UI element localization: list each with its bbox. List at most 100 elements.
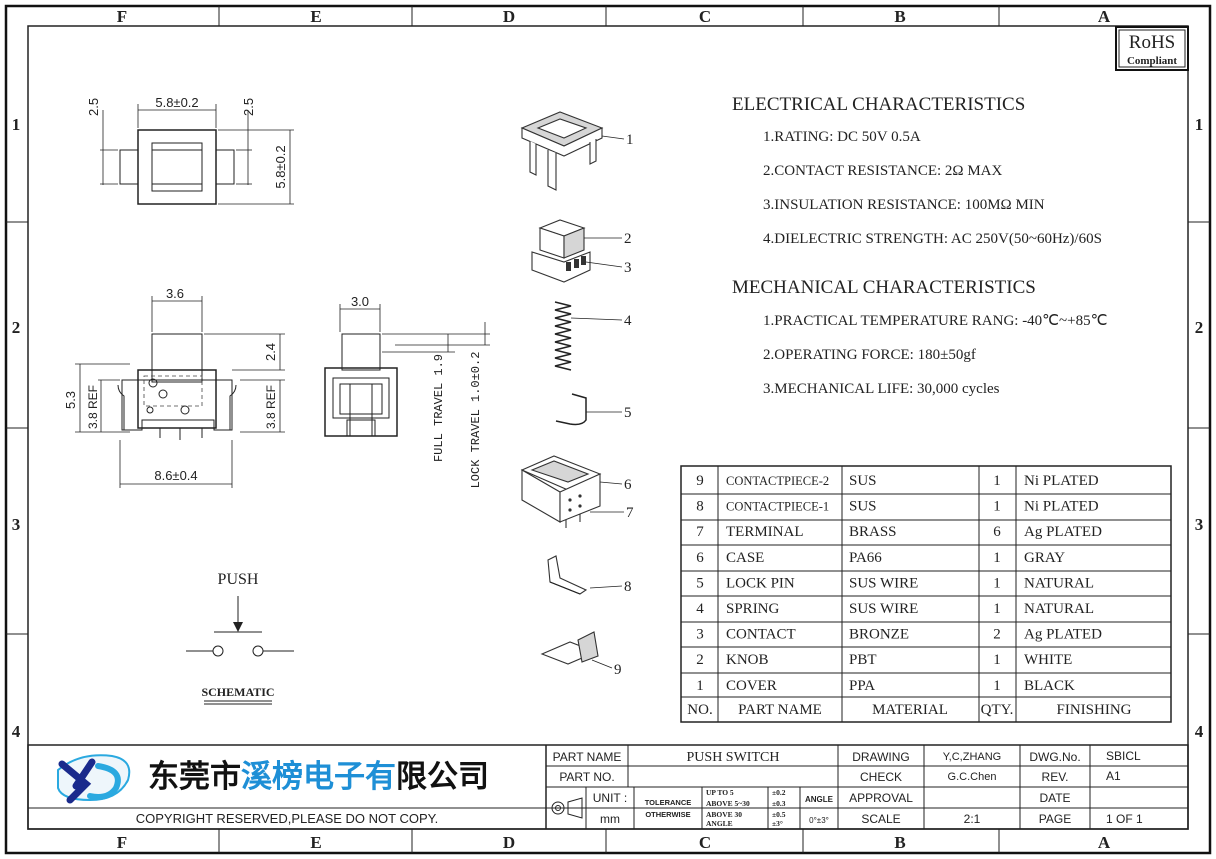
projection-symbol-icon (549, 797, 583, 819)
bom-cell-material: SUS WIRE (849, 601, 918, 617)
bom-header-row: NO. PART NAME MATERIAL QTY. FINISHING (687, 702, 1131, 718)
mechanical-item: 2.OPERATING FORCE: 180±50gf (763, 347, 976, 363)
electrical-item: 3.INSULATION RESISTANCE: 100MΩ MIN (763, 197, 1045, 213)
part-knob (531, 219, 591, 283)
zone-letter: D (503, 833, 515, 852)
schematic-push-label: PUSH (218, 571, 259, 588)
balloon-number: 9 (614, 662, 622, 678)
bom-cell-part-name: KNOB (726, 652, 769, 668)
bom-cell-material: SUS WIRE (849, 575, 918, 591)
tolerance-value: ±0.3 (772, 799, 786, 808)
bom-cell-qty: 1 (993, 473, 1001, 489)
schematic: PUSH SCHEMATIC (186, 571, 294, 705)
dim-top-right: 2.5 (241, 98, 256, 116)
zone-letter: C (699, 833, 711, 852)
bom-cell-material: BRONZE (849, 627, 909, 643)
balloon-number: 1 (626, 132, 634, 148)
mechanical-characteristics: MECHANICAL CHARACTERISTICS 1.PRACTICAL T… (732, 277, 1107, 397)
bom-cell-part-name: SPRING (726, 601, 780, 617)
rohs-badge: RoHS Compliant (1115, 26, 1189, 71)
part-no-label: PART NO. (559, 770, 614, 784)
check-label: CHECK (860, 770, 902, 784)
sheet-border (4, 4, 1212, 855)
tolerance-value: ±3° (772, 819, 783, 828)
tolerance-table: UP TO 5 ±0.2 ABOVE 5~30 ±0.3 ABOVE 30 ±0… (706, 788, 786, 828)
zone-letters-top: F E D C B A (117, 7, 1111, 26)
top-view: 5.8±0.2 2.5 2.5 5.8±0.2 (86, 95, 294, 205)
tolerance-range: UP TO 5 (706, 788, 734, 797)
zone-number: 3 (12, 515, 21, 534)
unit-value: mm (600, 812, 620, 826)
bom-cell-finishing: Ag PLATED (1024, 524, 1102, 540)
electrical-item: 2.CONTACT RESISTANCE: 2Ω MAX (763, 163, 1002, 179)
zone-letter: B (894, 7, 905, 26)
dwg-no-label: DWG.No. (1029, 750, 1080, 764)
bom-cell-material: PBT (849, 652, 877, 668)
bom-cell-part-name: CASE (726, 550, 764, 566)
tolerance-range: ANGLE (706, 819, 733, 828)
part-name-value: PUSH SWITCH (687, 750, 780, 765)
dim-top-width: 5.8±0.2 (155, 95, 198, 110)
title-block: 东莞市溪榜电子有限公司 COPYRIGHT RESERVED,PLEASE DO… (27, 744, 1189, 830)
bom-cell-part-name: CONTACTPIECE-2 (726, 474, 829, 488)
bom-cell-qty: 1 (993, 601, 1001, 617)
bom-cell-finishing: GRAY (1024, 550, 1065, 566)
zone-letter: A (1098, 7, 1111, 26)
bom-cell-part-name: TERMINAL (726, 524, 804, 540)
part-contactpiece-2 (540, 631, 599, 665)
part-lock-pin (555, 393, 587, 426)
dim-lock-travel: LOCK TRAVEL 1.0±0.2 (469, 352, 483, 489)
bom-cell-material: BRASS (849, 524, 897, 540)
bom-cell-finishing: NATURAL (1024, 601, 1094, 617)
zone-number: 2 (1195, 318, 1204, 337)
page-label: PAGE (1039, 812, 1071, 826)
bom-cell-material: SUS (849, 473, 877, 489)
bom-cell-material: SUS (849, 499, 877, 515)
electrical-item: 1.RATING: DC 50V 0.5A (763, 129, 921, 145)
bom-cell-part-name: COVER (726, 678, 777, 694)
bom-cell-finishing: NATURAL (1024, 575, 1094, 591)
dim-side-knob: 3.0 (351, 294, 369, 309)
page-value: 1 OF 1 (1106, 812, 1143, 826)
tolerance-value: ±0.5 (772, 810, 786, 819)
part-cover (520, 111, 604, 191)
dim-front-ref-right: 3.8 REF (264, 385, 278, 429)
dim-top-left: 2.5 (86, 98, 101, 116)
bom-cell-no: 7 (696, 524, 704, 540)
mechanical-item: 1.PRACTICAL TEMPERATURE RANG: -40℃~+85℃ (763, 313, 1107, 329)
drawing-by: Y,C,ZHANG (943, 751, 1001, 763)
electrical-characteristics: ELECTRICAL CHARACTERISTICS 1.RATING: DC … (732, 94, 1102, 247)
approval-label: APPROVAL (849, 791, 913, 805)
check-by: G.C.Chen (948, 771, 997, 783)
dim-top-height: 5.8±0.2 (273, 145, 288, 188)
part-name-label: PART NAME (553, 750, 622, 764)
zone-letter: D (503, 7, 515, 26)
date-label: DATE (1039, 791, 1070, 805)
bom-cell-qty: 1 (993, 652, 1001, 668)
bom-header-no: NO. (687, 702, 712, 718)
company-name: 东莞市溪榜电子有限公司 (148, 759, 489, 794)
tolerance-value: ±0.2 (772, 788, 786, 797)
mechanical-title: MECHANICAL CHARACTERISTICS (732, 277, 1036, 298)
bom-header-finishing: FINISHING (1057, 702, 1132, 718)
dim-front-knob: 3.6 (166, 286, 184, 301)
zone-letter: F (117, 833, 127, 852)
schematic-label: SCHEMATIC (201, 685, 274, 699)
bom-header-qty: QTY. (981, 702, 1014, 718)
bom-cell-no: 5 (696, 575, 704, 591)
bom-cell-qty: 1 (993, 550, 1001, 566)
dim-front-ref: 3.8 REF (86, 385, 100, 429)
bom-cell-no: 3 (696, 627, 704, 643)
bom-row: 4 SPRING SUS WIRE 1 NATURAL (696, 601, 1094, 617)
bom-cell-no: 9 (696, 473, 704, 489)
bom-cell-no: 4 (696, 601, 704, 617)
bom-cell-part-name: CONTACT (726, 627, 796, 643)
zone-number: 1 (1195, 115, 1204, 134)
zone-number: 3 (1195, 515, 1204, 534)
